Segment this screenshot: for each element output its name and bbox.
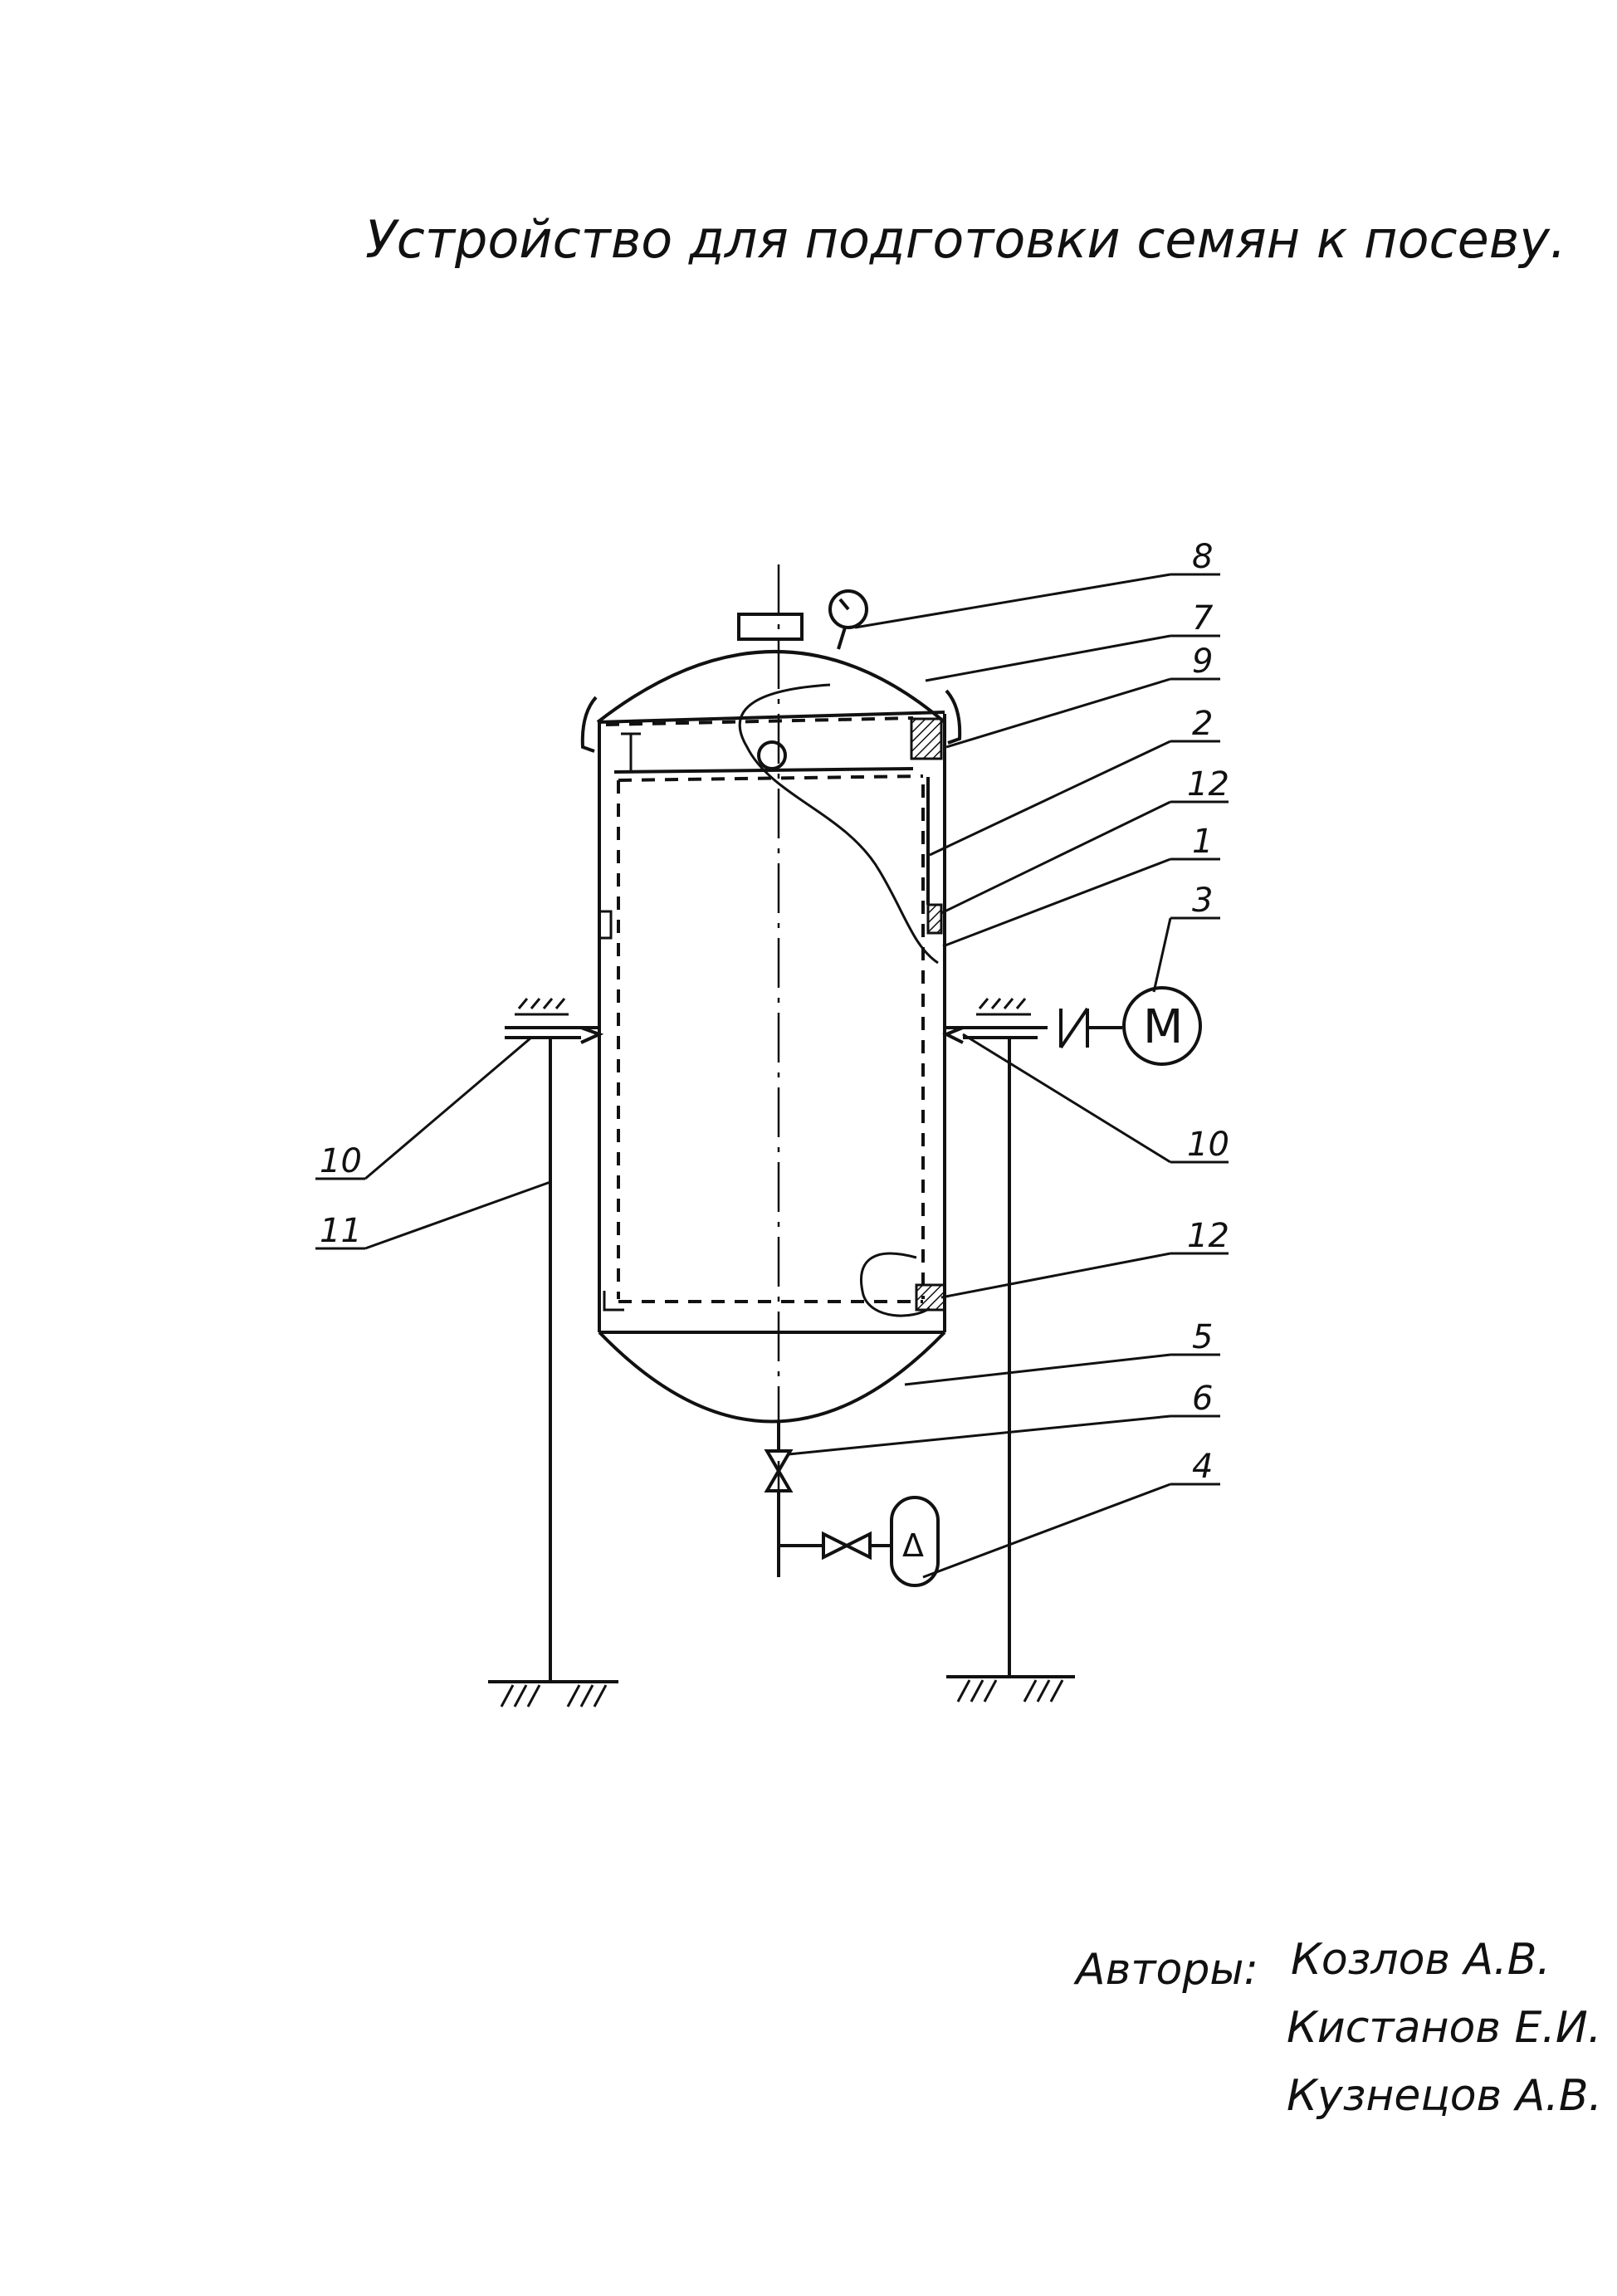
ground-right-hatch [956, 1679, 1064, 1702]
label-12-bottom: 12 [1187, 1217, 1229, 1255]
seal-12-bottom [915, 1283, 946, 1312]
leader-8 [854, 573, 1171, 629]
pressure-gauge [828, 589, 868, 629]
leader-5 [904, 1353, 1171, 1386]
motor-symbol: M [1143, 1000, 1183, 1054]
label-10-right: 10 [1187, 1126, 1229, 1164]
leader-6 [788, 1414, 1171, 1456]
cutaway-curve-bottom [860, 1252, 931, 1317]
label-1: 1 [1192, 823, 1213, 861]
leader-10-left [364, 1036, 532, 1180]
top-nozzle [737, 613, 804, 641]
lid-hinge-right [945, 689, 962, 745]
side-bracket [598, 910, 613, 940]
gauge-needle [838, 598, 850, 611]
label-2: 2 [1192, 705, 1213, 743]
seal-9 [910, 717, 943, 760]
drawing-title: Устройство для подготовки семян к посеву… [365, 209, 1566, 270]
leader-4 [922, 1483, 1171, 1579]
seal-12-top [926, 903, 943, 935]
leader-12-bottom [940, 1252, 1171, 1299]
top-dome [596, 650, 946, 724]
cutaway-curve-top [738, 683, 939, 965]
authors-heading: Авторы: [1073, 1945, 1258, 1995]
branch-valve [822, 1531, 872, 1561]
pump-symbol: Δ [902, 1527, 924, 1564]
label-5: 5 [1192, 1318, 1213, 1356]
gauge-stem [837, 627, 847, 650]
label-9: 9 [1192, 642, 1213, 681]
author-name-1: Козлов А.В. [1291, 1935, 1551, 1985]
label-12-top: 12 [1187, 765, 1229, 804]
motor [1122, 986, 1202, 1066]
bearing-left-hatch [517, 998, 566, 1009]
lid-dashed-line [605, 716, 914, 726]
leader-12-top [940, 800, 1171, 915]
leader-2 [929, 740, 1171, 857]
lid-hinge-left [580, 696, 598, 753]
ground-left-hatch [500, 1684, 608, 1707]
label-10-left: 10 [320, 1142, 362, 1180]
leader-11 [364, 1180, 551, 1250]
coupling-diagonal [1059, 1007, 1089, 1049]
pump-receiver [890, 1496, 940, 1587]
trunnion-left-tip [580, 1026, 604, 1044]
trunnion-right-tip [942, 1026, 964, 1044]
bottom-dome [598, 1331, 946, 1424]
label-4: 4 [1192, 1448, 1213, 1486]
bottom-left-corner [603, 1291, 624, 1312]
leader-7 [925, 634, 1171, 682]
label-11: 11 [320, 1212, 362, 1250]
leader-10-right [962, 1033, 1171, 1164]
label-3: 3 [1192, 882, 1213, 920]
author-name-3: Кузнецов А.В. [1287, 2071, 1602, 2121]
label-7: 7 [1192, 599, 1214, 638]
leader-3 [1152, 917, 1172, 993]
label-8: 8 [1192, 538, 1213, 576]
leader-9 [945, 677, 1171, 749]
upper-pivot [757, 740, 787, 770]
bearing-right-hatch [978, 998, 1027, 1009]
dome-rim [597, 711, 945, 724]
author-name-2: Кистанов Е.И. [1287, 2003, 1601, 2053]
label-6: 6 [1192, 1380, 1213, 1418]
leader-1 [942, 857, 1171, 948]
